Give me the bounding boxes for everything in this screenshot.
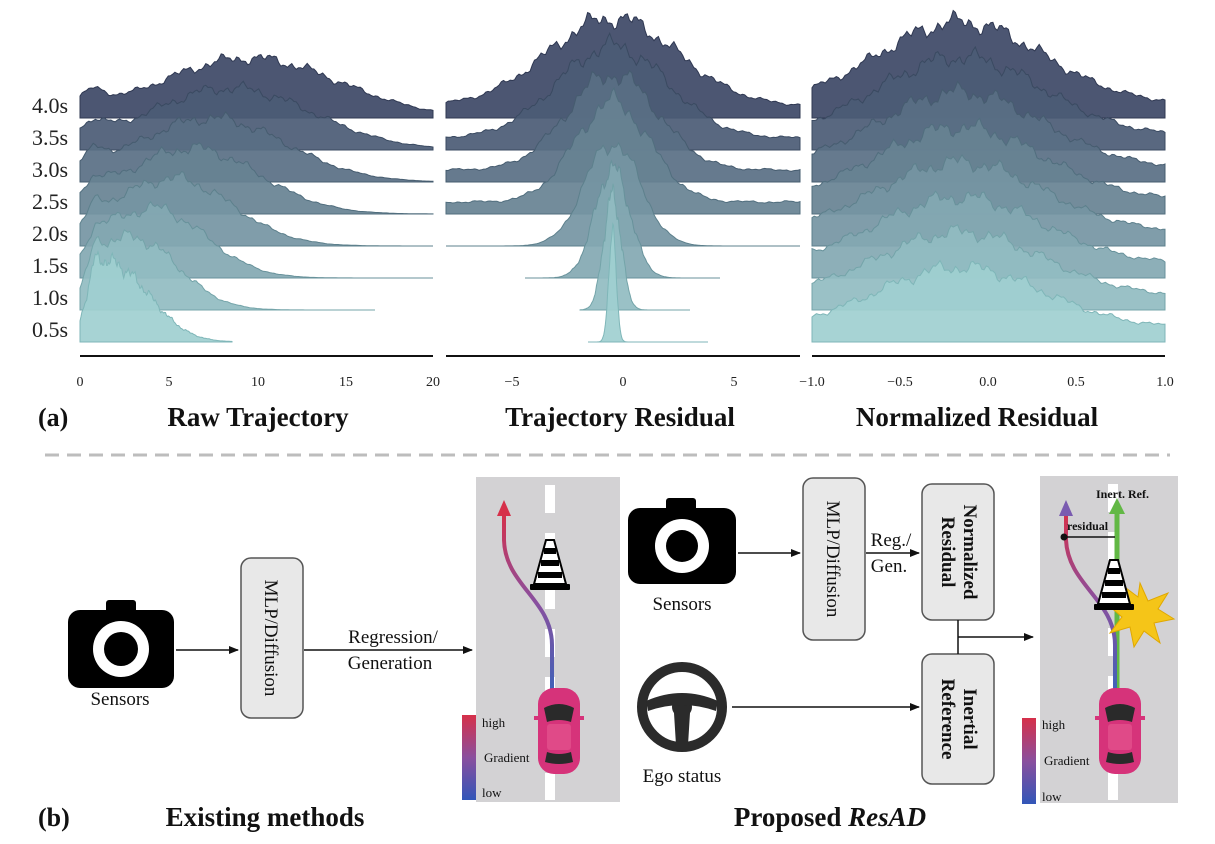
- title-raw-trajectory: Raw Trajectory: [167, 402, 349, 432]
- ridge-curve: [811, 259, 1166, 343]
- title-trajectory-residual: Trajectory Residual: [505, 402, 735, 432]
- ridgeline-raw-trajectory: [79, 53, 434, 343]
- existing-model-box-label: MLP/Diffusion: [260, 580, 281, 697]
- ridge-curve: [79, 228, 375, 311]
- existing-gradient-low: low: [482, 785, 502, 800]
- tick-label: 0.0: [979, 375, 997, 390]
- existing-trajectory: [502, 512, 554, 690]
- caption-existing-methods: Existing methods: [166, 802, 365, 832]
- traffic-cone-icon: [530, 539, 570, 590]
- proposed-model-box-label: MLP/Diffusion: [822, 501, 843, 618]
- ridgeline-normalized-residual: [811, 9, 1166, 343]
- tick-label: −5: [505, 375, 520, 390]
- axis-normalized: −1.0 −0.5 0.0 0.5 1.0: [799, 355, 1174, 390]
- ridge-label-2-5s: 2.5s: [32, 189, 68, 214]
- ego-car-icon: [1095, 688, 1145, 774]
- proposed-sensors-label: Sensors: [652, 594, 711, 615]
- ridge-label-4s: 4.0s: [32, 93, 68, 118]
- ridge-label-2s: 2.0s: [32, 221, 68, 246]
- ridge-curve: [445, 87, 801, 215]
- axis-raw: 0 5 10 15 20: [77, 355, 440, 390]
- proposed-arrow-label-line1: Reg./: [871, 530, 912, 551]
- ridge-label-3-5s: 3.5s: [32, 125, 68, 150]
- existing-arrow-label-line1: Regression/: [348, 627, 438, 648]
- existing-model-box: MLP/Diffusion: [240, 557, 304, 719]
- ridge-curve: [588, 222, 708, 343]
- tick-label: 1.0: [1156, 375, 1174, 390]
- ridge-curve: [79, 249, 233, 343]
- tick-label: 0.5: [1067, 375, 1085, 390]
- ridge-curve: [579, 183, 690, 311]
- ridge-label-3s: 3.0s: [32, 157, 68, 182]
- normalized-residual-box: Normalized Residual: [921, 483, 995, 621]
- normalized-residual-box-line2: Residual: [937, 517, 958, 588]
- part-a-label: (a): [38, 403, 68, 432]
- existing-gradient-high: high: [482, 715, 506, 730]
- proposed-road-scene: Inert. Ref. residual high Gradient low: [1022, 476, 1178, 804]
- residual-label: residual: [1067, 519, 1109, 533]
- proposed-trajectory: [1064, 512, 1117, 690]
- existing-road-scene: high Gradient low: [462, 477, 620, 802]
- existing-arrow-label-line2: Generation: [348, 653, 433, 674]
- axis-residual: −5 0 5: [446, 355, 800, 390]
- proposed-arrow-label-line2: Gen.: [871, 556, 907, 577]
- tick-label: 5: [166, 375, 173, 390]
- proposed-gradient-low: low: [1042, 789, 1062, 804]
- proposed-sensors-camera-icon: [628, 498, 736, 584]
- ridge-label-0-5s: 0.5s: [32, 317, 68, 342]
- ridgeline-trajectory-residual: [445, 11, 801, 343]
- existing-sensors-camera-icon: [68, 600, 174, 688]
- inertial-reference-box-line2: Reference: [937, 679, 958, 760]
- tick-label: 5: [731, 375, 738, 390]
- ridge-labels: 4.0s 3.5s 3.0s 2.5s 2.0s 1.5s 1.0s 0.5s: [32, 93, 68, 342]
- ego-status-label: Ego status: [643, 766, 722, 787]
- caption-proposed-resad: Proposed ResAD: [734, 802, 926, 832]
- ridge-label-1s: 1.0s: [32, 285, 68, 310]
- inert-ref-label: Inert. Ref.: [1096, 487, 1149, 501]
- tick-label: 0: [620, 375, 627, 390]
- title-normalized-residual: Normalized Residual: [856, 402, 1099, 432]
- ridge-curve: [79, 53, 434, 119]
- ego-car-icon: [534, 688, 584, 774]
- ridge-curve: [525, 159, 720, 279]
- existing-sensors-label: Sensors: [90, 689, 149, 710]
- proposed-model-box: MLP/Diffusion: [802, 477, 866, 641]
- ego-status-steering-wheel-icon: [637, 662, 727, 752]
- tick-label: 0: [77, 375, 84, 390]
- tick-label: 10: [251, 375, 265, 390]
- part-b-label: (b): [38, 803, 70, 832]
- ridge-label-1-5s: 1.5s: [32, 253, 68, 278]
- traffic-cone-icon: [1094, 559, 1134, 610]
- inertial-reference-box: Inertial Reference: [921, 653, 995, 785]
- proposed-gradient-mid: Gradient: [1044, 753, 1090, 768]
- tick-label: −1.0: [799, 375, 824, 390]
- tick-label: −0.5: [887, 375, 912, 390]
- existing-gradient-mid: Gradient: [484, 750, 530, 765]
- inertial-reference-box-line1: Inertial: [959, 688, 980, 749]
- normalized-residual-box-line1: Normalized: [959, 505, 980, 600]
- tick-label: 20: [426, 375, 440, 390]
- tick-label: 15: [339, 375, 353, 390]
- proposed-gradient-high: high: [1042, 717, 1066, 732]
